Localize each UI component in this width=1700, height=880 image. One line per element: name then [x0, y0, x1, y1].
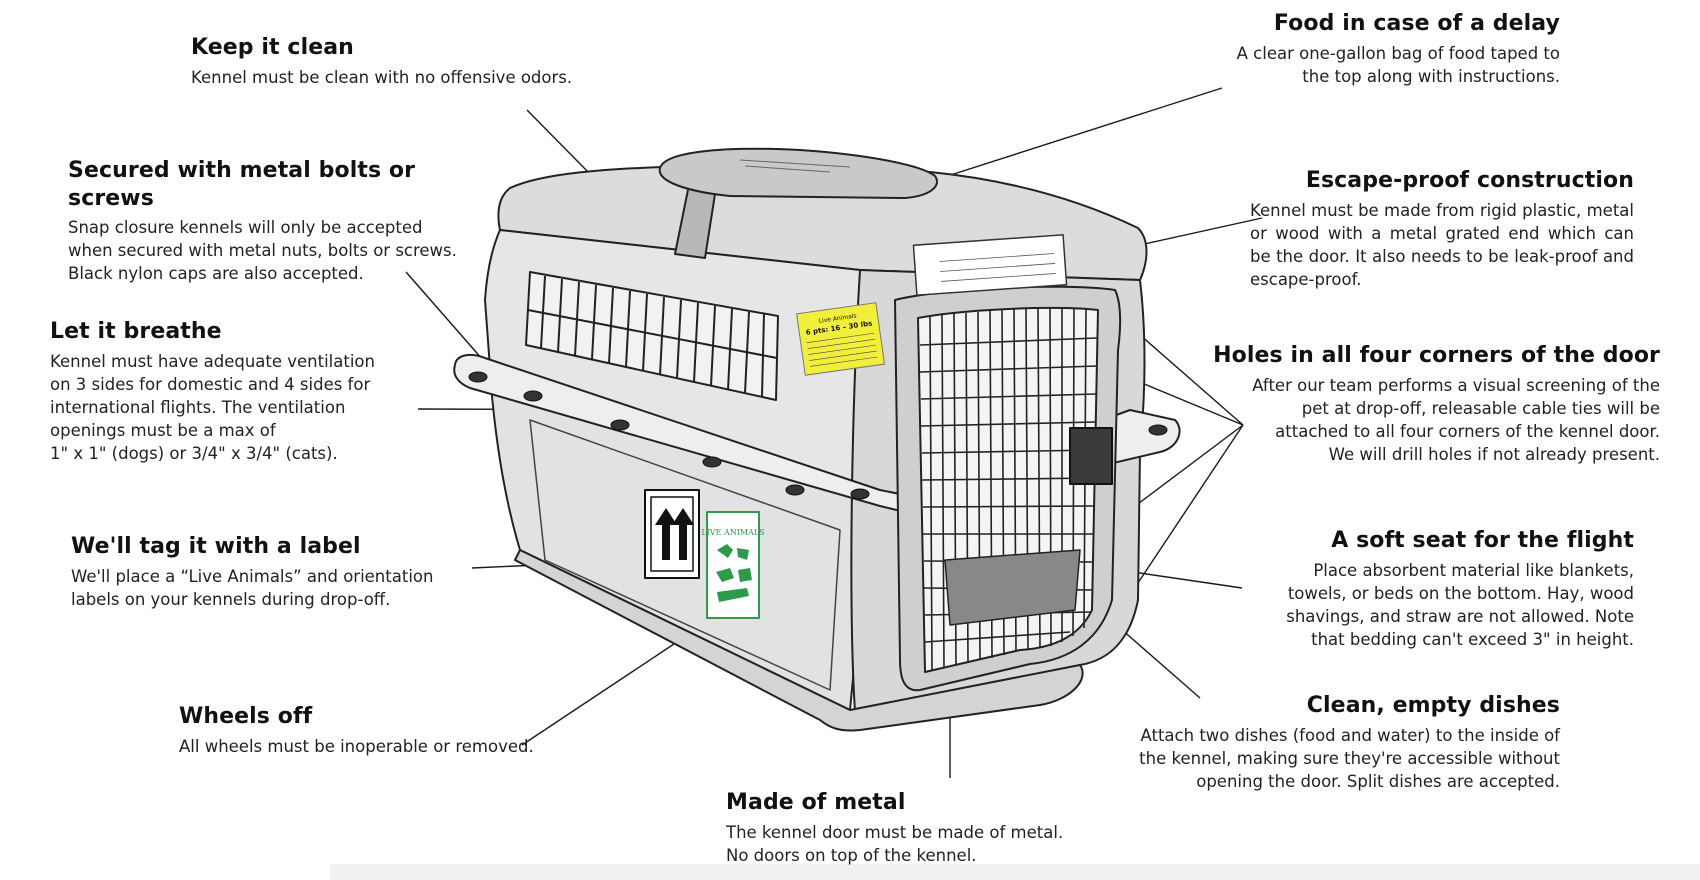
callout-wheels: Wheels off All wheels must be inoperable… — [179, 703, 609, 758]
callout-food-delay: Food in case of a delay A clear one-gall… — [1180, 10, 1560, 88]
food-bag-print — [739, 159, 851, 173]
callout-escape-proof: Escape-proof construction Kennel must be… — [1250, 167, 1634, 291]
callout-wheels-title: Wheels off — [179, 704, 313, 729]
callout-tag-text: We'll place a “Live Animals” and orienta… — [71, 566, 434, 609]
callout-holes-text: After our team performs a visual screeni… — [1252, 375, 1660, 464]
callout-secured-text: Snap closure kennels will only be accept… — [68, 218, 457, 283]
inner-dish — [944, 549, 1081, 626]
callout-secured: Secured with metal bolts or screws Snap … — [68, 157, 488, 285]
callout-metal-title: Made of metal — [726, 790, 906, 815]
callout-holes: Holes in all four corners of the door Af… — [1170, 342, 1660, 466]
callout-soft-seat: A soft seat for the flight Place absorbe… — [1254, 527, 1634, 651]
callout-tag-title: We'll tag it with a label — [71, 534, 361, 559]
callout-breathe-title: Let it breathe — [50, 319, 222, 344]
door-latch — [1069, 427, 1113, 485]
lower-side-recess — [529, 419, 841, 691]
callout-dishes-text: Attach two dishes (food and water) to th… — [1139, 725, 1560, 791]
kennel-base — [514, 549, 1084, 732]
kennel-illustration: Live Animals 6 pts: 16 – 30 lbs LIVE ANI… — [453, 147, 1181, 732]
up-arrow-icon — [655, 508, 677, 560]
leader-wheels — [521, 639, 681, 746]
animal-silhouettes-icon — [716, 544, 752, 602]
live-animals-label: Live Animals 6 pts: 16 – 30 lbs — [796, 302, 885, 376]
callout-keep-clean-title: Keep it clean — [191, 35, 354, 60]
callout-holes-title: Holes in all four corners of the door — [1213, 343, 1660, 368]
orientation-label — [644, 489, 700, 579]
food-bag — [658, 147, 938, 199]
side-vent-slats — [527, 275, 778, 397]
callout-dishes: Clean, empty dishes Attach two dishes (f… — [1090, 692, 1560, 793]
leader-food-delay — [909, 87, 1223, 189]
callout-tag: We'll tag it with a label We'll place a … — [71, 533, 491, 611]
callout-soft-seat-text: Place absorbent material like blankets, … — [1286, 560, 1634, 649]
up-arrow-icon — [672, 508, 694, 560]
callout-escape-proof-text: Kennel must be made from rigid plastic, … — [1250, 200, 1634, 289]
callout-breathe-text: Kennel must have adequate ventilation on… — [50, 351, 375, 463]
front-info-label — [912, 234, 1068, 296]
callout-secured-title: Secured with metal bolts or screws — [68, 158, 416, 211]
side-vent-frame — [525, 271, 779, 401]
callout-wheels-text: All wheels must be inoperable or removed… — [179, 736, 534, 756]
callout-food-delay-text: A clear one-gallon bag of food taped to … — [1236, 43, 1560, 86]
rim-bolts — [468, 371, 1168, 500]
green-live-animals-label: LIVE ANIMALS — [701, 511, 765, 619]
callout-dishes-title: Clean, empty dishes — [1306, 693, 1560, 718]
callout-metal-text: The kennel door must be made of metal. N… — [726, 822, 1064, 865]
callout-keep-clean: Keep it clean Kennel must be clean with … — [191, 34, 621, 89]
callout-breathe: Let it breathe Kennel must have adequate… — [50, 318, 410, 465]
front-info-label-lines — [939, 253, 1056, 282]
leader-secured — [405, 271, 491, 369]
leader-escape — [1139, 217, 1263, 246]
green-label-text: LIVE ANIMALS — [701, 528, 764, 537]
callout-metal: Made of metal The kennel door must be ma… — [726, 789, 1126, 867]
callout-keep-clean-text: Kennel must be clean with no offensive o… — [191, 67, 573, 87]
callout-soft-seat-title: A soft seat for the flight — [1331, 528, 1634, 553]
callout-food-delay-title: Food in case of a delay — [1273, 11, 1560, 36]
callout-escape-proof-title: Escape-proof construction — [1305, 168, 1634, 193]
